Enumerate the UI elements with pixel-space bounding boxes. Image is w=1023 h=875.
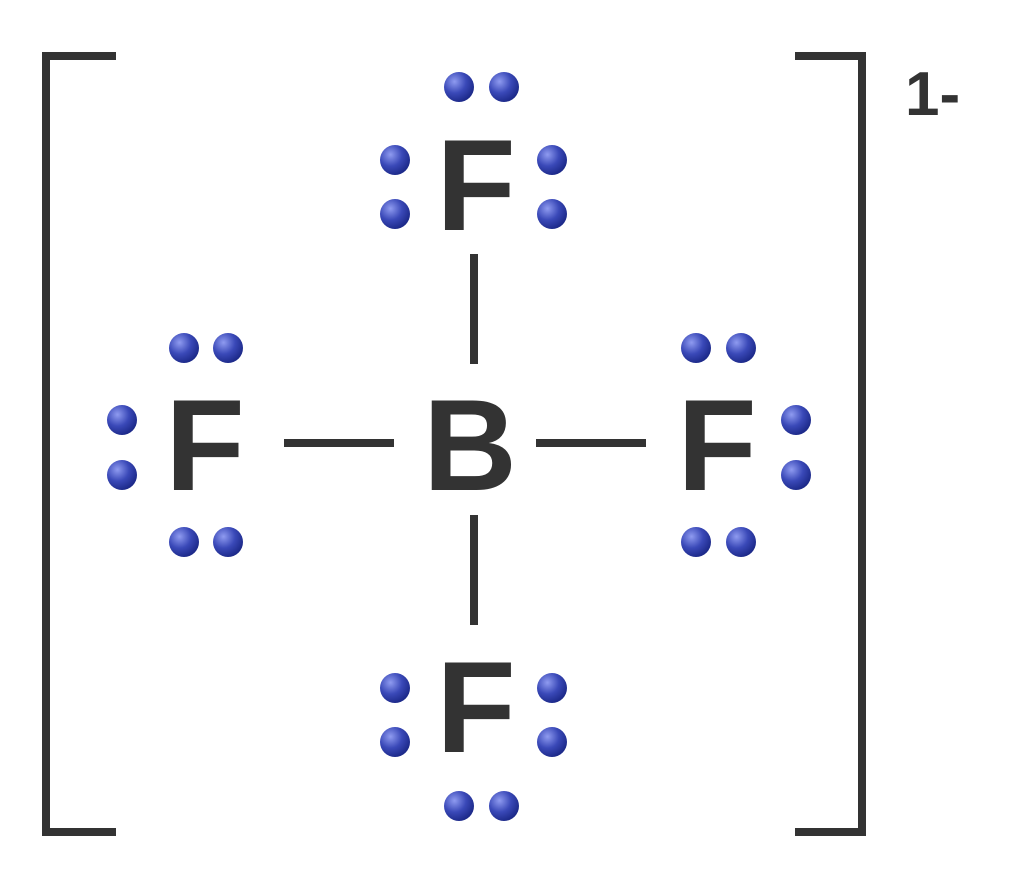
central-atom-boron: B (423, 372, 517, 518)
lone-pairs-bottom-fluorine (380, 673, 567, 821)
lone-pairs-right-fluorine (681, 333, 811, 557)
electron-dot (489, 72, 519, 102)
electron-dot (107, 460, 137, 490)
electron-dot (213, 333, 243, 363)
left-bracket (42, 52, 116, 836)
electron-dot (489, 791, 519, 821)
electron-dot (726, 527, 756, 557)
electron-dot (537, 673, 567, 703)
electron-dot (726, 333, 756, 363)
electron-dot (169, 527, 199, 557)
ion-charge: 1- (905, 60, 960, 129)
electron-dot (380, 199, 410, 229)
fluorine-atom-left: F (165, 372, 244, 518)
electron-dot (380, 673, 410, 703)
electron-dot (537, 199, 567, 229)
electron-dot (681, 333, 711, 363)
electron-dot (213, 527, 243, 557)
lone-pairs-left-fluorine (107, 333, 243, 557)
electron-dot (781, 460, 811, 490)
fluorine-atom-top: F (436, 112, 515, 258)
electron-dot (537, 727, 567, 757)
electron-dot (380, 145, 410, 175)
electron-dot (444, 72, 474, 102)
electron-dot (380, 727, 410, 757)
right-bracket (795, 52, 866, 836)
fluorine-atom-bottom: F (436, 634, 515, 780)
electron-dot (444, 791, 474, 821)
lone-pairs-top-fluorine (380, 72, 567, 229)
electron-dot (681, 527, 711, 557)
electron-dot (537, 145, 567, 175)
fluorine-atom-right: F (677, 372, 756, 518)
electron-dot (107, 405, 137, 435)
electron-dot (781, 405, 811, 435)
electron-dot (169, 333, 199, 363)
